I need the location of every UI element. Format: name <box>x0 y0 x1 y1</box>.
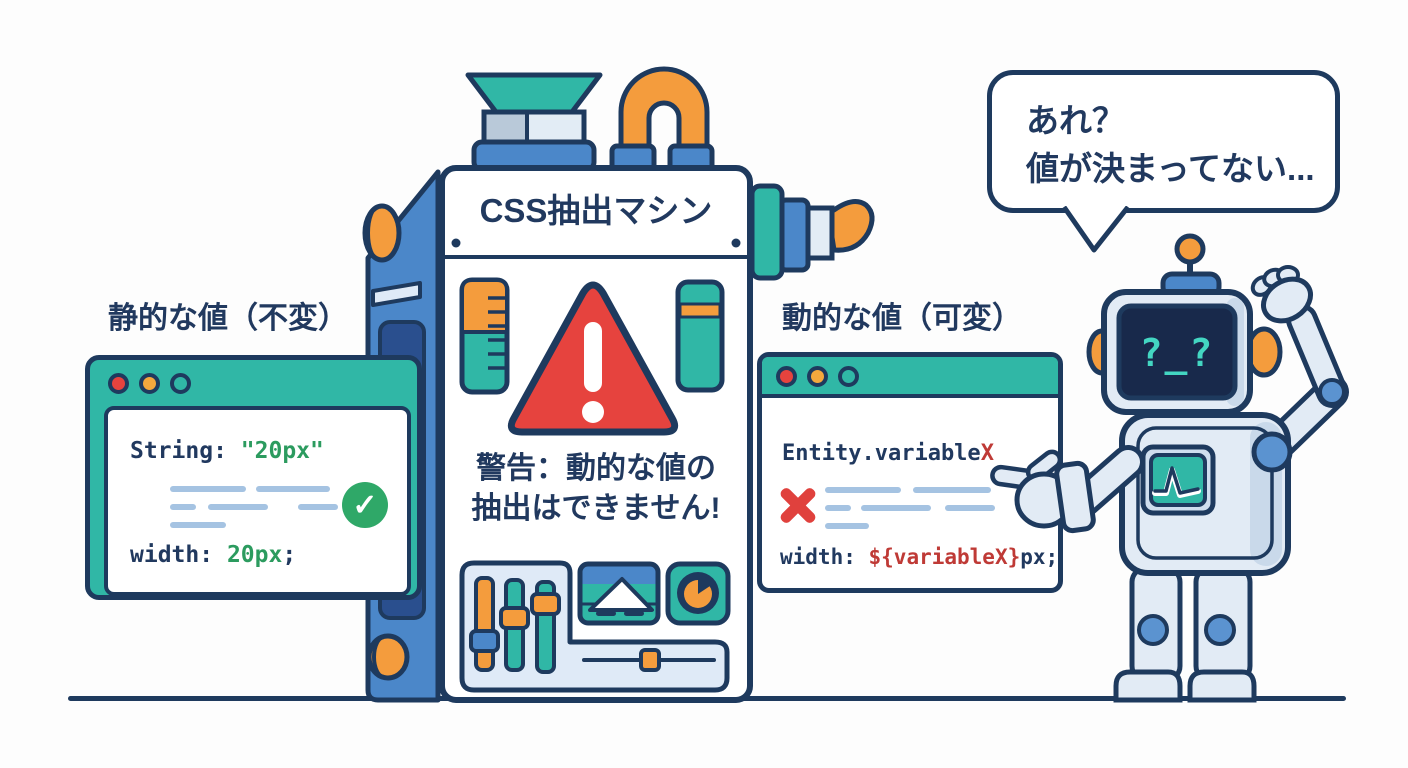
robot-knee-right <box>1204 614 1236 646</box>
robot-hand-scratch <box>1250 265 1313 324</box>
entity-base: Entity.variable <box>782 441 981 466</box>
gauge-left-icon <box>459 277 510 395</box>
robot-arm-pointing <box>990 445 1145 534</box>
code-type-key: String: <box>130 438 241 464</box>
warning-line-2: 抽出はできません! <box>471 492 721 525</box>
window-dot-orange <box>139 373 160 394</box>
css-end: px; <box>1020 545 1059 569</box>
css-prop: width: <box>780 545 869 569</box>
static-value-label: 静的な値（不変） <box>108 302 348 335</box>
dynamic-code-window: Entity.variableX width: ${variableX}px; <box>757 352 1063 593</box>
tower-knob-bottom-icon <box>366 633 410 681</box>
window-header <box>762 357 1058 398</box>
cross-icon <box>776 483 820 527</box>
confused-robot: ?_? <box>990 233 1349 703</box>
window-dot-empty <box>838 366 859 387</box>
vertical-slider-3 <box>530 580 561 674</box>
tower-knob-top-icon <box>362 203 402 263</box>
css-variable: ${variableX} <box>868 545 1021 569</box>
pipe-nozzle-icon <box>749 183 875 281</box>
dynamic-value-label: 動的な値（可変） <box>782 302 1022 335</box>
vertical-slider-2 <box>499 578 530 672</box>
machine-warning-text: 警告：動的な値の 抽出はできません! <box>442 449 750 529</box>
gauge-right-icon <box>675 279 725 393</box>
robot-foot-left <box>1113 669 1183 703</box>
robot-chest-monitor <box>1140 444 1216 516</box>
machine-title: CSS抽出マシン <box>479 192 713 229</box>
static-code-line-2: width: 20px; <box>130 542 296 568</box>
speech-line-1: あれ？ <box>1026 102 1125 139</box>
warning-triangle-icon <box>507 281 679 436</box>
window-controls <box>776 366 859 387</box>
pie-widget-icon <box>665 561 731 626</box>
robot-shoulder-joint <box>1251 431 1293 473</box>
robot-torso <box>1119 412 1293 576</box>
window-dot-orange <box>807 366 828 387</box>
css-value: 20px <box>226 542 283 568</box>
check-icon: ✓ <box>342 482 388 528</box>
speech-bubble-tail <box>1061 206 1130 253</box>
dynamic-code-line-2: width: ${variableX}px; <box>780 545 1058 569</box>
code-type-value: "20px" <box>240 438 324 464</box>
entity-variable: X <box>980 441 994 466</box>
horizontal-slider <box>582 648 716 672</box>
css-prop: width: <box>130 542 227 568</box>
window-dot-red <box>108 373 129 394</box>
screen-widget-icon <box>577 561 661 626</box>
robot-foot-right <box>1187 669 1257 703</box>
speech-line-2: 値が決まってない... <box>1026 150 1315 187</box>
rivet-right <box>731 238 741 248</box>
pointing-hand-icon <box>990 449 1096 534</box>
vertical-slider-1 <box>469 576 500 672</box>
robot-legs <box>1113 565 1257 703</box>
funnel-icon <box>465 72 603 173</box>
dynamic-code-line-1: Entity.variableX <box>782 441 994 466</box>
window-dot-empty <box>170 373 191 394</box>
control-panel <box>459 560 731 693</box>
window-controls <box>108 373 191 394</box>
robot-knee-left <box>1137 614 1169 646</box>
rivet-left <box>451 238 461 248</box>
robot-antenna-icon <box>1160 233 1222 299</box>
css-end: ; <box>282 542 297 568</box>
static-code-line-1: String: "20px" <box>130 438 324 464</box>
robot-head: ?_? <box>1101 289 1253 415</box>
magnet-icon <box>609 66 715 173</box>
speech-bubble: あれ？ 値が決まってない... <box>987 70 1340 213</box>
tower-slot <box>371 281 422 307</box>
static-code-window: String: "20px" ✓ width: 20px; <box>85 355 422 600</box>
robot-face-screen <box>1116 303 1238 401</box>
warning-line-1: 警告：動的な値の <box>476 452 716 485</box>
robot-face-expression: ?_? <box>1140 331 1215 375</box>
window-dot-red <box>776 366 797 387</box>
